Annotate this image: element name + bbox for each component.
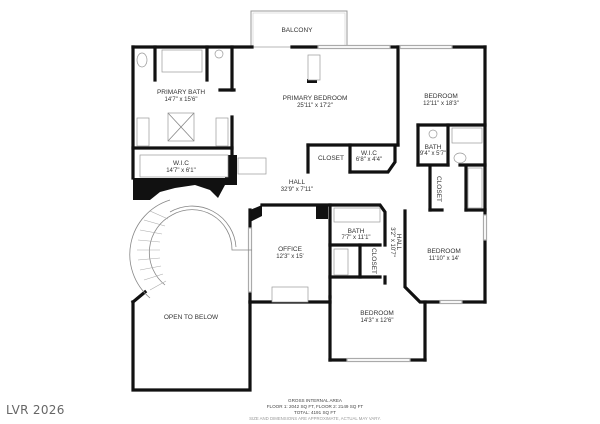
label-bedroom-s: BEDROOM: [360, 310, 394, 317]
fixtures: [136, 49, 483, 303]
footer-title: GROSS INTERNAL AREA: [288, 398, 343, 403]
label-bedroom-e: BEDROOM: [427, 248, 461, 255]
label-closet-center: CLOSET: [370, 248, 377, 274]
label-bath-center: BATH: [348, 228, 365, 235]
label-primary-bath: PRIMARY BATH: [157, 89, 205, 96]
dims-bath-ne: 9'4" x 5'7": [420, 151, 446, 157]
dims-office: 12'3" x 15': [276, 254, 303, 260]
label-wic-primary: W.I.C: [173, 160, 189, 167]
dims-hall-main: 32'9" x 7'11": [281, 187, 313, 193]
footer-total: TOTAL: 4191 SQ FT: [294, 410, 336, 415]
dims-primary-bedroom: 25'11" x 17'2": [297, 103, 333, 109]
label-closet-hall: CLOSET: [318, 155, 344, 162]
label-wic-small: W.I.C: [361, 150, 377, 157]
dims-wic-small: 6'8" x 4'4": [356, 157, 382, 163]
label-closet-e: CLOSET: [435, 176, 442, 202]
dims-bath-center: 7'7" x 11'1": [341, 235, 370, 241]
label-bedroom-ne: BEDROOM: [424, 93, 458, 100]
dims-bedroom-e: 11'10" x 14': [429, 256, 459, 262]
dims-wic-primary: 14'7" x 6'1": [166, 168, 196, 174]
footer-disclaimer: SIZE AND DIMENSIONS ARE APPROXIMATE, ACT…: [249, 416, 381, 421]
label-primary-bedroom: PRIMARY BEDROOM: [283, 95, 348, 102]
area-summary: GROSS INTERNAL AREA FLOOR 1: 2042 SQ FT,…: [249, 398, 381, 421]
watermark: LVR 2026: [6, 403, 65, 417]
label-open-to-below: OPEN TO BELOW: [164, 314, 219, 321]
walls: [130, 45, 487, 392]
label-office: OFFICE: [278, 246, 302, 253]
footer-floors: FLOOR 1: 2042 SQ FT, FLOOR 2: 2149 SQ FT: [267, 404, 364, 409]
dims-primary-bath: 14'7" x 15'6": [165, 97, 198, 103]
spiral-staircase: [129, 199, 252, 299]
room-labels: BALCONY PRIMARY BATH 14'7" x 15'6" PRIMA…: [157, 27, 461, 324]
label-hall-main: HALL: [289, 179, 306, 186]
label-bath-ne: BATH: [425, 144, 442, 151]
windows: [247, 44, 488, 363]
dims-bedroom-ne: 12'11" x 18'3": [423, 101, 459, 107]
wall-fills: [133, 79, 328, 222]
dims-hall-small: 3'2" x 10'7": [389, 227, 395, 257]
label-hall-small: HALL: [395, 234, 402, 251]
label-balcony: BALCONY: [281, 27, 313, 34]
balcony: [250, 10, 348, 48]
dims-bedroom-s: 14'3" x 12'6": [361, 318, 394, 324]
